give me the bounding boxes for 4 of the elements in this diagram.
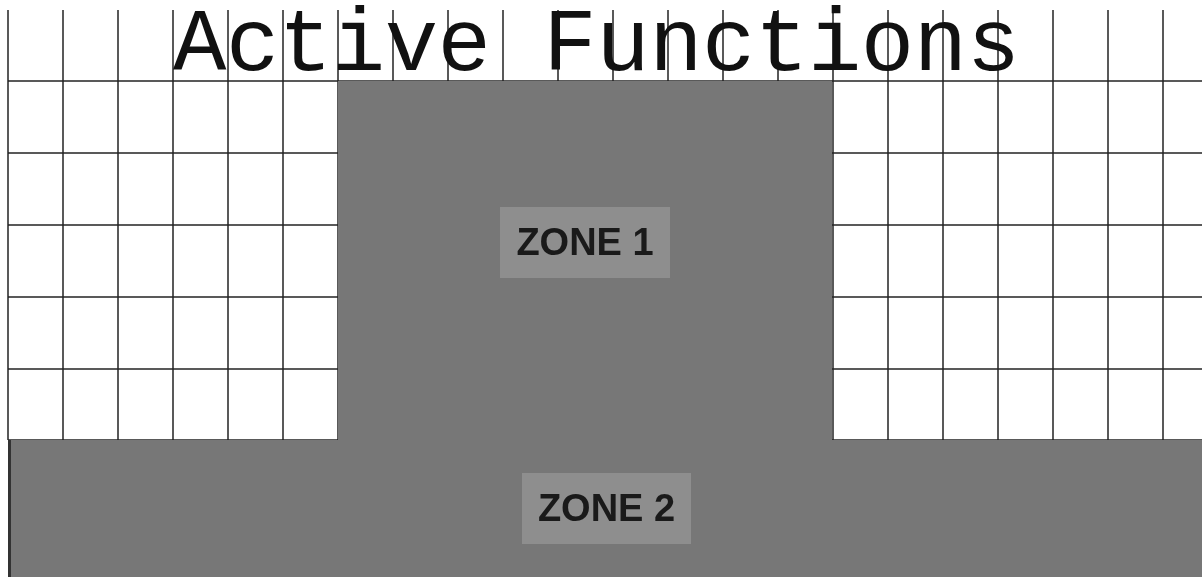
zone-label: ZONE 2 [521, 473, 692, 544]
zone-label: ZONE 1 [500, 207, 670, 278]
zone-area [338, 81, 832, 440]
zone-area [8, 440, 1202, 577]
